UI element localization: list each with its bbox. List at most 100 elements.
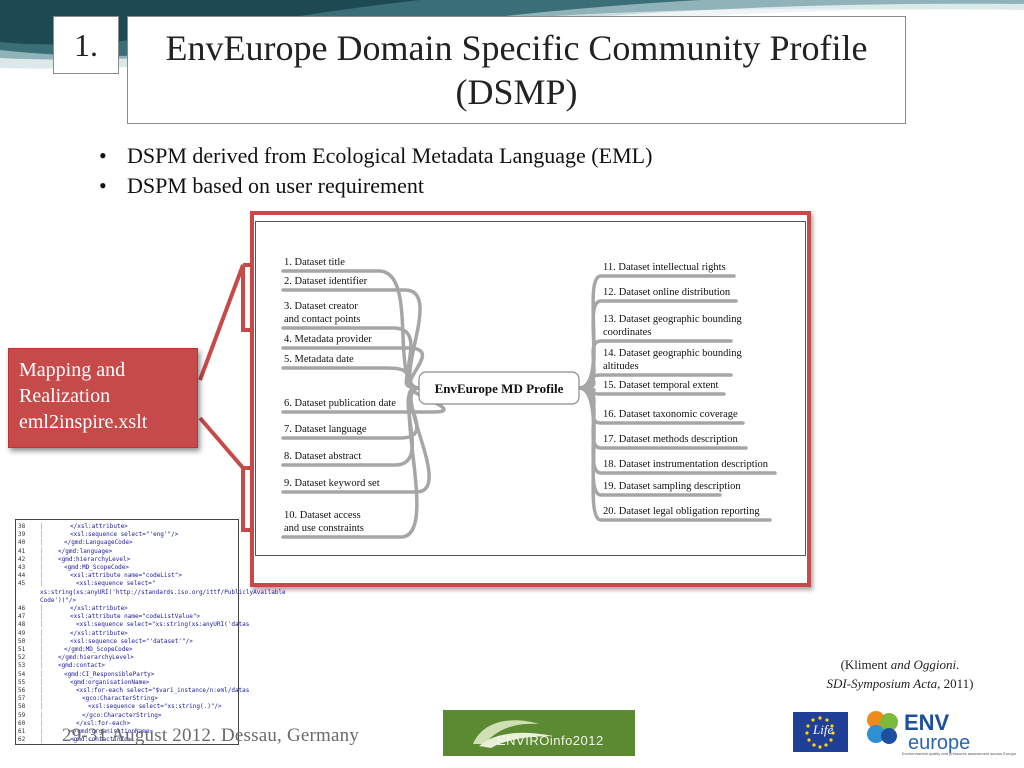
code-line-number: 40 bbox=[18, 539, 26, 547]
code-line: 49│</xsl:attribute> bbox=[16, 628, 238, 639]
code-line-number: 43 bbox=[18, 564, 26, 571]
fold-gutter-icon: │ bbox=[40, 539, 44, 547]
code-line: 46 │ </xsl:attribute> bbox=[16, 603, 238, 614]
envirinfo-leaf-icon bbox=[473, 720, 553, 748]
code-line: 56│<xsl:for-each select="$var1_instance/… bbox=[16, 685, 249, 696]
eu-life-text: Life bbox=[813, 722, 834, 737]
code-line-number: 48 bbox=[18, 621, 26, 629]
code-text: xs:string(xs:anyURI('http://standards.is… bbox=[40, 588, 286, 596]
mind-map-label-left: 9. Dataset keyword set bbox=[284, 478, 380, 489]
fold-gutter-icon: │ bbox=[40, 605, 44, 612]
fold-gutter-icon: │ bbox=[40, 670, 44, 678]
env-europe-text-env: ENV bbox=[904, 710, 950, 735]
mind-map-label-left: 4. Metadata provider bbox=[284, 334, 372, 345]
mind-map-branch-left bbox=[281, 366, 421, 390]
code-text: <xsl:attribute name="codeListValue"> bbox=[70, 613, 201, 621]
mind-map-label-left: and use constraints bbox=[284, 523, 364, 534]
mind-map-branch-left bbox=[281, 386, 421, 539]
citation-authors: and Oggioni. bbox=[890, 657, 960, 672]
code-text: <xsl:for-each select="$var1_instance/n:e… bbox=[76, 687, 250, 694]
code-text: </gmd:hierarchyLevel> bbox=[58, 654, 134, 662]
fold-gutter-icon: │ bbox=[40, 711, 44, 719]
mind-map-label-right: altitudes bbox=[603, 361, 639, 372]
envirinfo-logo-text: ENVIROinfo2012 bbox=[497, 733, 604, 748]
mind-map-branch-right bbox=[577, 386, 772, 522]
mind-map-label-left: and contact points bbox=[284, 314, 360, 325]
code-line-number: 38 bbox=[18, 523, 26, 530]
fold-gutter-icon: │ bbox=[40, 646, 44, 653]
code-line-number: 46 bbox=[18, 605, 26, 612]
fold-gutter-icon: │ bbox=[40, 555, 44, 563]
code-text: </xsl:attribute> bbox=[70, 605, 128, 612]
bullet-list: DSPM derived from Ecological Metadata La… bbox=[97, 141, 652, 201]
mapping-line: eml2inspire.xslt bbox=[19, 411, 148, 433]
mind-map-label-right: 15. Dataset temporal extent bbox=[603, 380, 719, 391]
code-text: </gmd:organisationName> bbox=[70, 728, 154, 735]
code-line: 39│<xsl:sequence select="'eng'"/> bbox=[16, 529, 238, 540]
code-line-number: 41 bbox=[18, 547, 26, 555]
fold-gutter-icon: │ bbox=[40, 621, 44, 629]
mapping-callout: Mapping and Realization eml2inspire.xslt bbox=[8, 348, 198, 448]
code-text: <gco:CharacterString> bbox=[82, 695, 158, 703]
fold-gutter-icon: │ bbox=[40, 547, 44, 555]
code-line: 44│<xsl:attribute name="codeList"> bbox=[16, 570, 238, 581]
code-line-number: 42 bbox=[18, 555, 26, 563]
fold-gutter-icon: │ bbox=[40, 531, 44, 539]
slide-title: EnvEurope Domain Specific Community Prof… bbox=[127, 16, 906, 124]
citation-year: , 2011) bbox=[937, 676, 974, 691]
code-line: 40│</gmd:LanguageCode> bbox=[16, 537, 238, 548]
code-text: <gmd:CI_ResponsibleParty> bbox=[64, 670, 155, 678]
fold-gutter-icon: │ bbox=[40, 654, 44, 662]
fold-gutter-icon: │ bbox=[40, 719, 44, 727]
code-line-number: 44 bbox=[18, 572, 26, 580]
code-line: 53│<gmd:contact> bbox=[16, 660, 238, 671]
fold-gutter-icon: │ bbox=[40, 629, 44, 637]
envirinfo-logo: ENVIROinfo2012 bbox=[443, 710, 635, 756]
xslt-code-screenshot: 38│</xsl:attribute>39│<xsl:sequence sele… bbox=[15, 519, 286, 745]
mind-map-label-right: 17. Dataset methods description bbox=[603, 434, 738, 445]
citation: (Kliment and Oggioni. SDI-Symposium Acta… bbox=[790, 655, 1010, 693]
code-text: </xsl:attribute> bbox=[70, 523, 128, 530]
mind-map-label-right: coordinates bbox=[603, 327, 651, 338]
code-text: Code'))"/> bbox=[40, 596, 77, 604]
code-line: 57│<gco:CharacterString> bbox=[16, 693, 238, 704]
code-line: 47│<xsl:attribute name="codeListValue"> bbox=[16, 611, 238, 622]
mind-map-branch-right bbox=[577, 299, 738, 390]
code-line-number: 50 bbox=[18, 637, 26, 645]
code-line: 51 │ </gmd:MD_ScopeCode> bbox=[16, 644, 238, 655]
code-text: </xsl:attribute> bbox=[70, 629, 128, 637]
code-line-number: 45 bbox=[18, 580, 26, 588]
mind-map-center-label: EnvEurope MD Profile bbox=[435, 381, 564, 396]
fold-gutter-icon: │ bbox=[40, 678, 44, 686]
code-line-number: 47 bbox=[18, 613, 26, 621]
code-text: </xsl:for-each> bbox=[76, 719, 131, 727]
code-line: 38│</xsl:attribute> bbox=[16, 521, 238, 532]
mind-map-label-right: 12. Dataset online distribution bbox=[603, 287, 731, 298]
code-line-number: 52 bbox=[18, 654, 26, 662]
mind-map-label-right: 13. Dataset geographic bounding bbox=[603, 314, 743, 325]
fold-gutter-icon: │ bbox=[40, 728, 44, 735]
mind-map-label-left: 8. Dataset abstract bbox=[284, 451, 361, 462]
code-line-number: 39 bbox=[18, 531, 26, 539]
mind-map-label-right: 19. Dataset sampling description bbox=[603, 481, 741, 492]
code-text: </gmd:language> bbox=[58, 547, 113, 555]
code-line: 42 │ <gmd:hierarchyLevel> bbox=[16, 554, 238, 565]
fold-gutter-icon: │ bbox=[40, 703, 44, 711]
code-line: 55│<gmd:organisationName> bbox=[16, 677, 238, 688]
code-line: 41 │ </gmd:language> bbox=[16, 546, 238, 557]
code-text: <gmd:MD_ScopeCode> bbox=[64, 564, 130, 571]
bullet-item: DSPM based on user requirement bbox=[97, 171, 652, 201]
code-text: <xsl:attribute name="codeList"> bbox=[70, 572, 182, 580]
code-line: 48│<xsl:sequence select="xs:string(xs:an… bbox=[16, 619, 249, 630]
footer-date-location: 29-31 August 2012. Dessau, Germany bbox=[62, 725, 360, 746]
code-line-number: 51 bbox=[18, 646, 26, 653]
code-text: <gmd:hierarchyLevel> bbox=[58, 555, 131, 563]
code-text: <xsl:sequence select="xs:string(.)"/> bbox=[88, 703, 222, 711]
code-line-number: 55 bbox=[18, 678, 26, 686]
code-text: </gmd:MD_ScopeCode> bbox=[64, 646, 133, 653]
mind-map-label-right: 16. Dataset taxonomic coverage bbox=[603, 409, 738, 420]
code-line-number: 57 bbox=[18, 695, 26, 703]
code-line-number: 61 bbox=[18, 728, 26, 735]
